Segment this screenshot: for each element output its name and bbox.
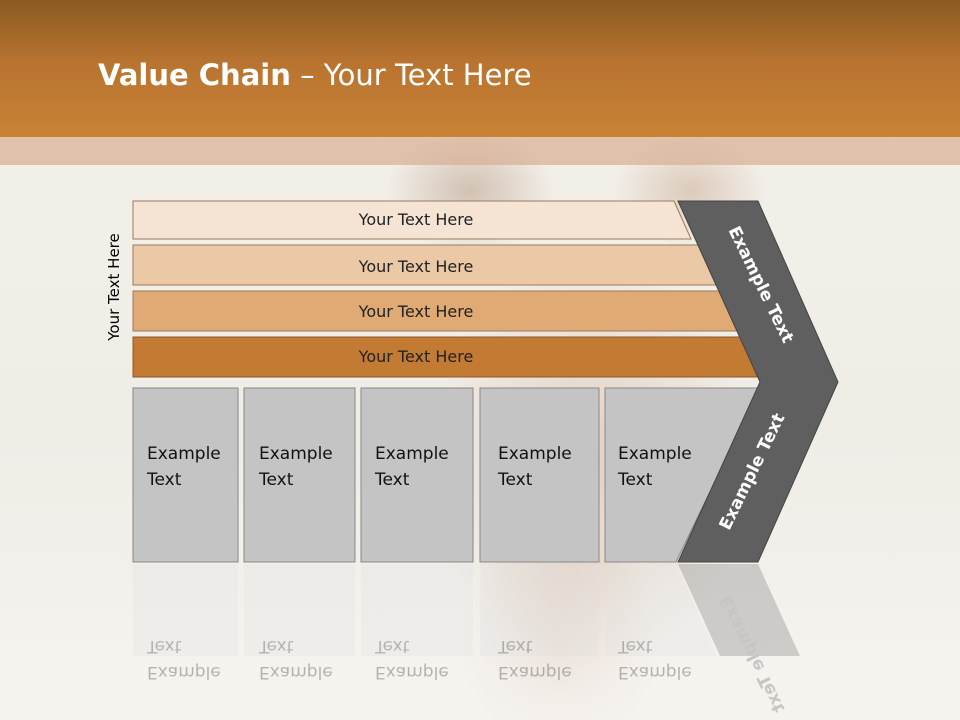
reflection-column-4-line1: Example <box>498 662 572 682</box>
reflection-column-5-line1: Example <box>618 662 692 682</box>
column-4[interactable]: Example Text <box>479 387 600 563</box>
reflection-column-3-line2: Text <box>374 636 410 656</box>
reflection-column-2-line1: Example <box>259 662 333 682</box>
reflection-column-5 <box>605 564 718 656</box>
title-bar <box>0 0 960 137</box>
column-1-box <box>132 387 239 563</box>
column-3[interactable]: Example Text <box>360 387 474 563</box>
slide-title: Value Chain – Your Text Here <box>98 55 532 95</box>
band-1-label: Your Text Here <box>358 210 474 229</box>
column-1-line2: Text <box>146 470 182 490</box>
column-3-box <box>360 387 474 563</box>
column-3-line2: Text <box>374 470 410 490</box>
diagram-reflection: Example Text Example Text Example Text E… <box>133 564 800 716</box>
margin-chevron-shape <box>677 200 839 563</box>
column-2-line1: Example <box>259 444 333 464</box>
title-bar-underline <box>0 137 960 165</box>
reflection-column-2 <box>244 564 355 656</box>
slide-title-rest: – Your Text Here <box>290 58 532 92</box>
column-1[interactable]: Example Text <box>132 387 239 563</box>
primary-columns: Example Text Example Text Example Text E… <box>132 387 761 563</box>
band-2-label: Your Text Here <box>358 257 474 276</box>
reflection-column-2-line2: Text <box>258 636 294 656</box>
column-1-line1: Example <box>147 444 221 464</box>
column-5[interactable]: Example Text <box>604 387 761 563</box>
reflection-column-5-line2: Text <box>617 636 653 656</box>
slide-title-bold: Value Chain <box>98 58 291 92</box>
column-4-line2: Text <box>497 470 533 490</box>
band-3-label: Your Text Here <box>358 302 474 321</box>
column-2-line2: Text <box>258 470 294 490</box>
column-3-line1: Example <box>375 444 449 464</box>
background-fade <box>0 560 960 720</box>
band-4[interactable]: Your Text Here <box>132 336 764 378</box>
column-5-box <box>604 387 761 563</box>
reflection-column-3-line1: Example <box>375 662 449 682</box>
column-4-box <box>479 387 600 563</box>
band-2[interactable]: Your Text Here <box>132 244 717 286</box>
reflection-column-1 <box>133 564 238 656</box>
reflection-column-4-line2: Text <box>497 636 533 656</box>
column-5-line1: Example <box>618 444 692 464</box>
column-4-line1: Example <box>498 444 572 464</box>
support-bands: Your Text Here Your Text Here Your Text … <box>132 200 764 378</box>
reflection-column-1-line1: Example <box>147 662 221 682</box>
column-5-line2: Text <box>617 470 653 490</box>
band-4-label: Your Text Here <box>358 347 474 366</box>
reflection-column-1-line2: Text <box>146 636 182 656</box>
reflection-column-3 <box>361 564 473 656</box>
band-1-shape <box>132 200 692 240</box>
reflection-column-4 <box>480 564 599 656</box>
column-2[interactable]: Example Text <box>243 387 356 563</box>
band-1[interactable]: Your Text Here <box>132 200 692 240</box>
reflection-chevron <box>678 564 800 656</box>
band-3[interactable]: Your Text Here <box>132 290 740 332</box>
column-2-box <box>243 387 356 563</box>
